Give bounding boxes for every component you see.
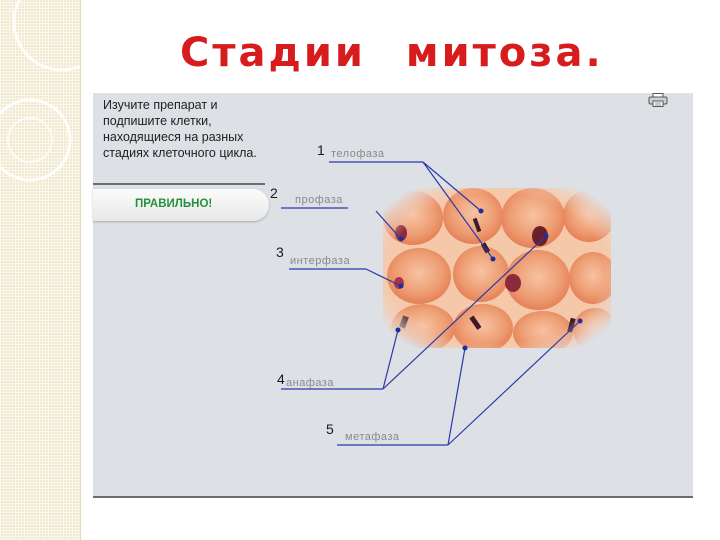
decorative-side-strip xyxy=(0,0,81,540)
label-stage-5: метафаза xyxy=(345,431,400,443)
label-number-5: 5 xyxy=(326,421,334,437)
feedback-banner: ПРАВИЛЬНО! xyxy=(93,189,269,221)
exercise-panel: Изучите препарат и подпишите клетки, нах… xyxy=(93,93,693,498)
printer-icon[interactable] xyxy=(648,93,668,107)
label-number-1: 1 xyxy=(317,142,325,158)
slide-title-part1: Стадии xyxy=(180,30,366,76)
decorative-rings xyxy=(0,0,80,182)
slide-title: Стадии митоза. xyxy=(180,30,650,76)
separator-line xyxy=(93,183,265,185)
label-stage-1: телофаза xyxy=(331,148,385,160)
label-stage-3: интерфаза xyxy=(290,255,351,267)
instruction-text: Изучите препарат и подпишите клетки, нах… xyxy=(103,98,257,160)
feedback-text: ПРАВИЛЬНО! xyxy=(135,198,213,210)
label-number-4: 4 xyxy=(277,371,285,387)
slide-title-part2: митоза. xyxy=(405,30,604,76)
label-number-2: 2 xyxy=(270,185,278,201)
pointer-lines xyxy=(281,161,583,446)
label-stage-4: анафаза xyxy=(286,377,335,389)
label-stage-2: профаза xyxy=(295,194,343,206)
label-number-3: 3 xyxy=(276,244,284,260)
